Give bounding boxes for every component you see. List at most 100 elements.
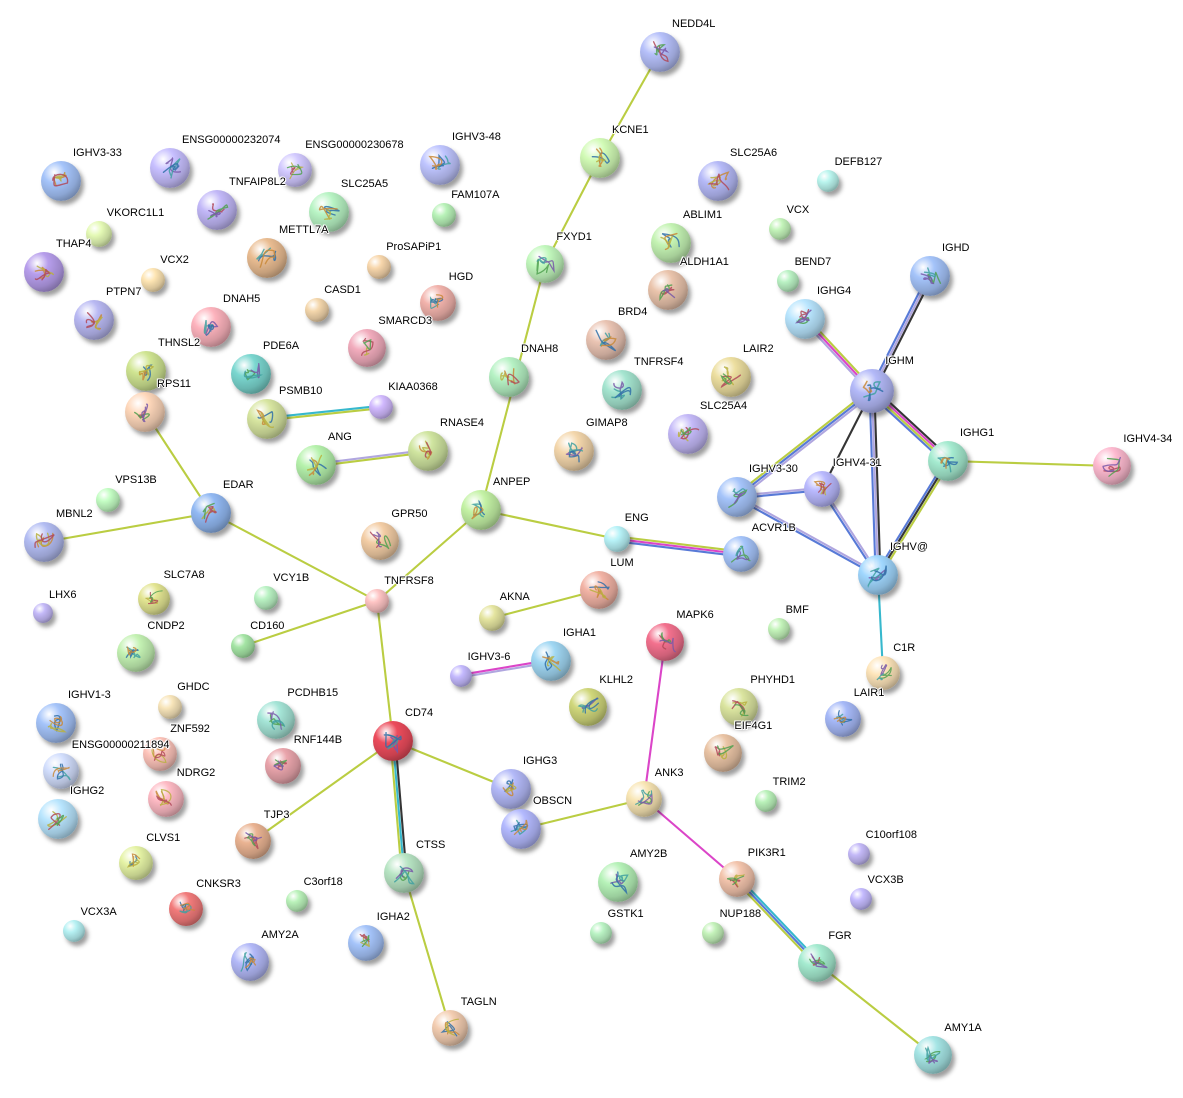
protein-node-TJP3[interactable] xyxy=(235,823,271,859)
protein-node-SLC7A8[interactable] xyxy=(138,583,170,615)
protein-node-NUP188[interactable] xyxy=(702,922,724,944)
protein-node-ANG[interactable] xyxy=(296,445,336,485)
protein-node-GHDC[interactable] xyxy=(158,695,182,719)
protein-node-IGHV4-31[interactable] xyxy=(804,471,840,507)
protein-node-SLC25A6[interactable] xyxy=(698,161,738,201)
edge-IGHV3-30-IGHV@[interactable] xyxy=(736,494,880,575)
protein-node-KIAA0368[interactable] xyxy=(369,395,393,419)
protein-node-C10orf108[interactable] xyxy=(848,843,870,865)
protein-node-TNFRSF4[interactable] xyxy=(602,370,642,410)
edge-EDAR-MBNL2[interactable] xyxy=(42,511,213,544)
protein-node-VPS13B[interactable] xyxy=(96,488,120,512)
protein-node-IGHV3-48[interactable] xyxy=(420,145,460,185)
edge-CD74-CTSS[interactable] xyxy=(391,739,406,875)
protein-node-CTSS[interactable] xyxy=(384,853,424,893)
protein-node-IGHV4-34[interactable] xyxy=(1093,447,1131,485)
protein-node-ENSG00000232074[interactable] xyxy=(150,148,190,188)
protein-node-ENG[interactable] xyxy=(604,526,630,552)
protein-node-ALDH1A1[interactable] xyxy=(648,270,688,310)
protein-node-THNSL2[interactable] xyxy=(126,351,166,391)
protein-node-RNASE4[interactable] xyxy=(408,431,448,471)
protein-node-CLVS1[interactable] xyxy=(119,846,153,880)
protein-node-IGHA1[interactable] xyxy=(531,641,571,681)
protein-node-NDRG2[interactable] xyxy=(148,781,184,817)
edge-ENG-ACVR1B[interactable] xyxy=(615,537,743,556)
protein-node-SMARCD3[interactable] xyxy=(348,329,386,367)
edge-CD74-CTSS[interactable] xyxy=(389,740,403,875)
protein-node-IGHA2[interactable] xyxy=(348,925,384,961)
protein-node-OBSCN[interactable] xyxy=(501,809,541,849)
protein-node-VCX3B[interactable] xyxy=(850,888,872,910)
protein-node-PSMB10[interactable] xyxy=(247,399,287,439)
edge-ANK3-MAPK6[interactable] xyxy=(642,640,667,801)
edge-IGHM-IGHV3-30[interactable] xyxy=(737,391,875,500)
protein-node-IGHV3-30[interactable] xyxy=(717,477,757,517)
protein-node-RPS11[interactable] xyxy=(125,392,165,432)
protein-node-C3orf18[interactable] xyxy=(286,890,308,912)
protein-node-KCNE1[interactable] xyxy=(580,138,620,178)
protein-node-MAPK6[interactable] xyxy=(646,623,684,661)
protein-node-BMF[interactable] xyxy=(768,618,790,640)
protein-node-GSTK1[interactable] xyxy=(590,922,612,944)
edge-ENG-ACVR1B[interactable] xyxy=(616,535,743,553)
protein-node-IGHM[interactable] xyxy=(850,369,894,413)
protein-node-TNFRSF8[interactable] xyxy=(365,589,389,613)
protein-node-AMY2B[interactable] xyxy=(598,862,638,902)
protein-node-BEND7[interactable] xyxy=(777,270,799,292)
protein-node-LHX6[interactable] xyxy=(33,603,53,623)
edge-ANK3-PIK3R1[interactable] xyxy=(642,797,739,881)
protein-node-FAM107A[interactable] xyxy=(432,203,456,227)
protein-node-CNKSR3[interactable] xyxy=(169,892,203,926)
protein-node-AMY1A[interactable] xyxy=(914,1036,952,1074)
protein-node-LAIR1[interactable] xyxy=(825,701,861,737)
edge-IGHG1-IGHV4-34[interactable] xyxy=(946,459,1114,468)
protein-node-DEFB127[interactable] xyxy=(817,170,839,192)
protein-node-IGHV3-6[interactable] xyxy=(450,665,472,687)
edge-TNFRSF8-EDAR[interactable] xyxy=(209,511,379,603)
protein-node-DNAH8[interactable] xyxy=(489,357,529,397)
protein-node-CASD1[interactable] xyxy=(305,298,329,322)
edge-TNFRSF8-CD160[interactable] xyxy=(241,599,379,648)
protein-node-IGHV3-33[interactable] xyxy=(41,161,81,201)
protein-node-ProSAPiP1[interactable] xyxy=(367,255,391,279)
protein-node-LAIR2[interactable] xyxy=(711,357,751,397)
protein-node-CD160[interactable] xyxy=(231,634,255,658)
edge-IGHG1-IGHV@[interactable] xyxy=(878,461,952,578)
protein-node-IGHG2[interactable] xyxy=(38,799,78,839)
protein-node-CNDP2[interactable] xyxy=(117,634,155,672)
edge-TNFRSF8-CD74[interactable] xyxy=(375,599,395,743)
protein-node-IGHG1[interactable] xyxy=(928,441,968,481)
edge-IGHM-IGHV3-30[interactable] xyxy=(735,389,874,499)
protein-node-PTPN7[interactable] xyxy=(74,300,114,340)
protein-node-ACVR1B[interactable] xyxy=(723,536,759,572)
protein-node-IGHV@[interactable] xyxy=(858,555,898,595)
protein-node-TAGLN[interactable] xyxy=(432,1010,468,1046)
protein-node-IGHD[interactable] xyxy=(910,256,950,296)
edge-IGHG1-IGHV@[interactable] xyxy=(874,458,948,575)
protein-node-RNF144B[interactable] xyxy=(265,748,301,784)
edge-CTSS-TAGLN[interactable] xyxy=(402,871,452,1030)
edge-FGR-AMY1A[interactable] xyxy=(815,961,935,1057)
protein-node-LUM[interactable] xyxy=(580,571,618,609)
protein-node-IGHV1-3[interactable] xyxy=(36,703,76,743)
protein-node-EIF4G1[interactable] xyxy=(704,734,742,772)
protein-node-PDE6A[interactable] xyxy=(231,354,271,394)
edge-IGHM-IGHV@[interactable] xyxy=(873,389,882,576)
protein-node-FGR[interactable] xyxy=(798,944,836,982)
edge-IGHM-IGHV3-30[interactable] xyxy=(734,388,872,497)
protein-node-CD74[interactable] xyxy=(373,721,413,761)
protein-node-EDAR[interactable] xyxy=(191,493,231,533)
protein-node-VKORC1L1[interactable] xyxy=(86,221,112,247)
protein-node-ANPEP[interactable] xyxy=(461,490,501,530)
edge-CD74-CTSS[interactable] xyxy=(394,739,408,874)
edge-OBSCN-ANK3[interactable] xyxy=(519,797,646,831)
protein-node-MBNL2[interactable] xyxy=(24,522,64,562)
protein-node-AKNA[interactable] xyxy=(479,605,505,631)
edge-CD74-TJP3[interactable] xyxy=(251,739,395,843)
protein-node-GIMAP8[interactable] xyxy=(554,431,594,471)
protein-node-FXYD1[interactable] xyxy=(526,245,564,283)
protein-node-IGHG4[interactable] xyxy=(785,299,825,339)
protein-node-IGHG3[interactable] xyxy=(491,769,531,809)
protein-node-NEDD4L[interactable] xyxy=(640,32,680,72)
protein-node-ABLIM1[interactable] xyxy=(651,223,691,263)
